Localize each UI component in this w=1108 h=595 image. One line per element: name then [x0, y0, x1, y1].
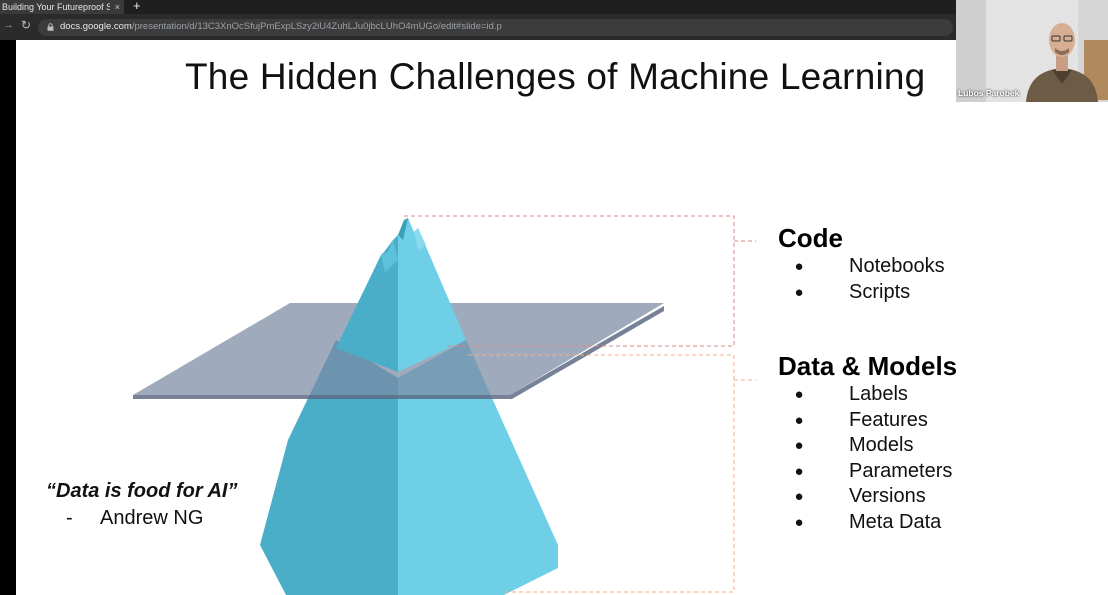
url-path: /presentation/d/13C3XnOcSfujPmExpLSzy2iU…: [131, 21, 502, 32]
participant-name: Lubos Parobek: [958, 88, 1020, 98]
webcam-video-tile: Lubos Parobek: [956, 0, 1108, 102]
quote-dash: -: [66, 507, 73, 529]
quote-text: “Data is food for AI”: [46, 480, 238, 502]
quote-author-name: Andrew NG: [100, 507, 204, 529]
forward-arrow-icon[interactable]: →: [3, 19, 14, 31]
list-item: ●Parameters: [794, 459, 952, 485]
iceberg-peak-center: [398, 218, 408, 240]
bullet-dot: ●: [794, 488, 804, 506]
list-item: ●Labels: [794, 382, 952, 408]
data-models-bracket: [468, 354, 756, 593]
data-models-heading: Data & Models: [778, 351, 958, 381]
browser-address-bar: → ↻ docs.google.com/presentation/d/13C3X…: [0, 14, 956, 40]
lock-icon: [47, 23, 54, 31]
list-item: ●Versions: [794, 484, 952, 510]
list-item: ●Scripts: [794, 280, 945, 306]
bullet-dot: ●: [794, 411, 804, 429]
new-tab-button[interactable]: +: [133, 0, 141, 13]
iceberg-lower-left-face: [260, 340, 398, 595]
iceberg-lower-right-face: [398, 340, 558, 595]
list-item: ●Meta Data: [794, 510, 952, 536]
iceberg-peak-right: [414, 228, 426, 250]
code-bracket: [404, 215, 756, 347]
browser-tab[interactable]: Building Your Futureproof Stack ×: [0, 0, 124, 14]
list-item: ●Features: [794, 408, 952, 434]
iceberg-tip-left-face: [336, 235, 398, 372]
browser-tab-strip: Building Your Futureproof Stack × +: [0, 0, 956, 14]
list-item: ●Notebooks: [794, 254, 944, 280]
data-models-bullet-list: ●Labels ●Features ●Models ●Parameters ●V…: [794, 382, 952, 536]
reload-icon[interactable]: ↻: [21, 18, 32, 32]
code-heading: Code: [778, 223, 843, 253]
bullet-dot: ●: [794, 437, 804, 455]
url-text: docs.google.com/presentation/d/13C3XnOcS…: [60, 21, 502, 32]
quote-author: - Andrew NG: [66, 507, 203, 530]
url-input[interactable]: docs.google.com/presentation/d/13C3XnOcS…: [38, 19, 953, 36]
iceberg-peak-left: [381, 240, 398, 272]
tab-close-icon[interactable]: ×: [114, 2, 120, 12]
bullet-dot: ●: [794, 386, 804, 403]
slide-title: The Hidden Challenges of Machine Learnin…: [185, 56, 926, 97]
participant-video: [956, 0, 1108, 102]
bullet-dot: ●: [794, 462, 804, 480]
list-item: ●Models: [794, 433, 952, 459]
iceberg-tip-right-face: [398, 218, 466, 372]
iceberg-illustration: [133, 215, 756, 595]
bullet-dot: ●: [794, 258, 804, 275]
tab-title: Building Your Futureproof Stack: [2, 2, 110, 12]
presentation-slide: The Hidden Challenges of Machine Learnin…: [16, 40, 1108, 595]
code-bullet-list: ●Notebooks ●Scripts: [794, 254, 945, 306]
bullet-dot: ●: [794, 283, 804, 301]
url-host: docs.google.com: [60, 21, 132, 32]
bullet-dot: ●: [794, 513, 804, 531]
